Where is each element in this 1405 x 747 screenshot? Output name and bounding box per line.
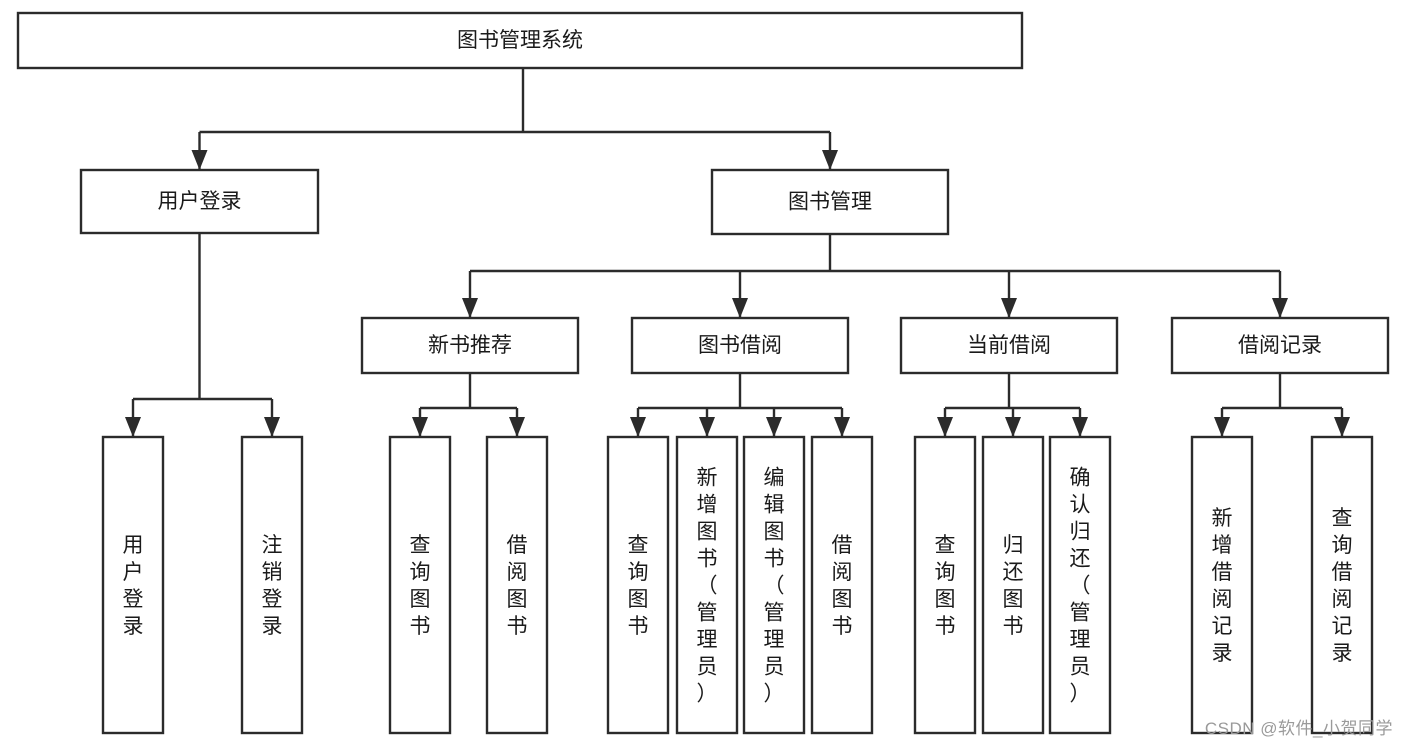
node-label: 用户登录 xyxy=(158,190,242,213)
arrow-head-icon xyxy=(412,417,428,437)
node-box[interactable] xyxy=(1190,435,1254,735)
node-box[interactable] xyxy=(485,435,549,735)
node-label: 查询图书 xyxy=(628,534,649,638)
node-label: 查询借阅记录 xyxy=(1332,507,1353,665)
arrow-head-icon xyxy=(125,417,141,437)
arrow-head-icon xyxy=(1334,417,1350,437)
node-leaf-11[interactable]: 新增借阅记录 xyxy=(1190,435,1254,735)
node-box[interactable] xyxy=(981,435,1045,735)
node-root-book-management-system[interactable]: 图书管理系统 xyxy=(16,11,1024,70)
node-leaf-4[interactable]: 查询图书 xyxy=(606,435,670,735)
node-label: 用户登录 xyxy=(123,534,144,638)
node-layer: 图书管理系统用户登录图书管理新书推荐图书借阅当前借阅借阅记录用户登录注销登录查询… xyxy=(16,11,1390,735)
node-label: 借阅记录 xyxy=(1238,334,1322,357)
arrow-head-icon xyxy=(191,150,208,170)
arrow-head-icon xyxy=(834,417,850,437)
node-box[interactable] xyxy=(240,435,304,735)
node-box[interactable] xyxy=(899,316,1119,375)
arrow-head-icon xyxy=(509,417,525,437)
node-box[interactable] xyxy=(1048,435,1112,735)
arrow-head-icon xyxy=(1072,417,1088,437)
arrow-head-icon xyxy=(1001,298,1017,318)
node-leaf-12[interactable]: 查询借阅记录 xyxy=(1310,435,1374,735)
node-label: 新书推荐 xyxy=(428,334,512,357)
node-box[interactable] xyxy=(675,435,739,735)
node-box[interactable] xyxy=(630,316,850,375)
node-box[interactable] xyxy=(388,435,452,735)
node-leaf-10[interactable]: 确认归还（管理员） xyxy=(1048,435,1112,735)
arrow-head-icon xyxy=(766,417,782,437)
node-box[interactable] xyxy=(742,435,806,735)
node-label: 借阅图书 xyxy=(832,534,853,638)
node-leaf-5[interactable]: 新增图书（管理员） xyxy=(675,435,739,735)
node-label: 编辑图书（管理员） xyxy=(764,467,785,706)
node-leaf-0[interactable]: 用户登录 xyxy=(101,435,165,735)
node-label: 图书借阅 xyxy=(698,334,782,357)
node-label: 注销登录 xyxy=(262,534,283,638)
node-level3-0[interactable]: 新书推荐 xyxy=(360,316,580,375)
arrow-head-icon xyxy=(1214,417,1230,437)
node-leaf-9[interactable]: 归还图书 xyxy=(981,435,1045,735)
arrow-head-icon xyxy=(822,150,838,170)
arrow-head-icon xyxy=(462,298,478,318)
node-level2-1[interactable]: 图书管理 xyxy=(710,168,950,236)
node-box[interactable] xyxy=(710,168,950,236)
node-label: 查询图书 xyxy=(410,534,431,638)
node-label: 图书管理系统 xyxy=(457,29,583,52)
node-label: 当前借阅 xyxy=(967,334,1051,357)
node-label: 确认归还（管理员） xyxy=(1070,467,1091,706)
node-level3-2[interactable]: 当前借阅 xyxy=(899,316,1119,375)
node-label: 图书管理 xyxy=(788,191,872,214)
node-level3-1[interactable]: 图书借阅 xyxy=(630,316,850,375)
node-leaf-3[interactable]: 借阅图书 xyxy=(485,435,549,735)
arrow-head-icon xyxy=(937,417,953,437)
node-box[interactable] xyxy=(810,435,874,735)
arrow-head-icon xyxy=(264,417,280,437)
connector-layer xyxy=(125,68,1350,437)
node-label: 查询图书 xyxy=(935,534,956,638)
node-label: 新增借阅记录 xyxy=(1212,507,1233,665)
node-box[interactable] xyxy=(913,435,977,735)
node-box[interactable] xyxy=(1310,435,1374,735)
node-box[interactable] xyxy=(606,435,670,735)
node-leaf-8[interactable]: 查询图书 xyxy=(913,435,977,735)
arrow-head-icon xyxy=(732,298,748,318)
node-leaf-2[interactable]: 查询图书 xyxy=(388,435,452,735)
arrow-head-icon xyxy=(1272,298,1288,318)
node-box[interactable] xyxy=(101,435,165,735)
node-leaf-7[interactable]: 借阅图书 xyxy=(810,435,874,735)
node-label: 新增图书（管理员） xyxy=(697,467,718,706)
node-level3-3[interactable]: 借阅记录 xyxy=(1170,316,1390,375)
arrow-head-icon xyxy=(699,417,715,437)
arrow-head-icon xyxy=(630,417,646,437)
node-level2-0[interactable]: 用户登录 xyxy=(79,168,320,235)
node-box[interactable] xyxy=(79,168,320,235)
node-box[interactable] xyxy=(16,11,1024,70)
node-box[interactable] xyxy=(1170,316,1390,375)
node-label: 归还图书 xyxy=(1003,534,1024,638)
node-leaf-1[interactable]: 注销登录 xyxy=(240,435,304,735)
arrow-head-icon xyxy=(1005,417,1021,437)
node-label: 借阅图书 xyxy=(507,534,528,638)
node-leaf-6[interactable]: 编辑图书（管理员） xyxy=(742,435,806,735)
node-box[interactable] xyxy=(360,316,580,375)
